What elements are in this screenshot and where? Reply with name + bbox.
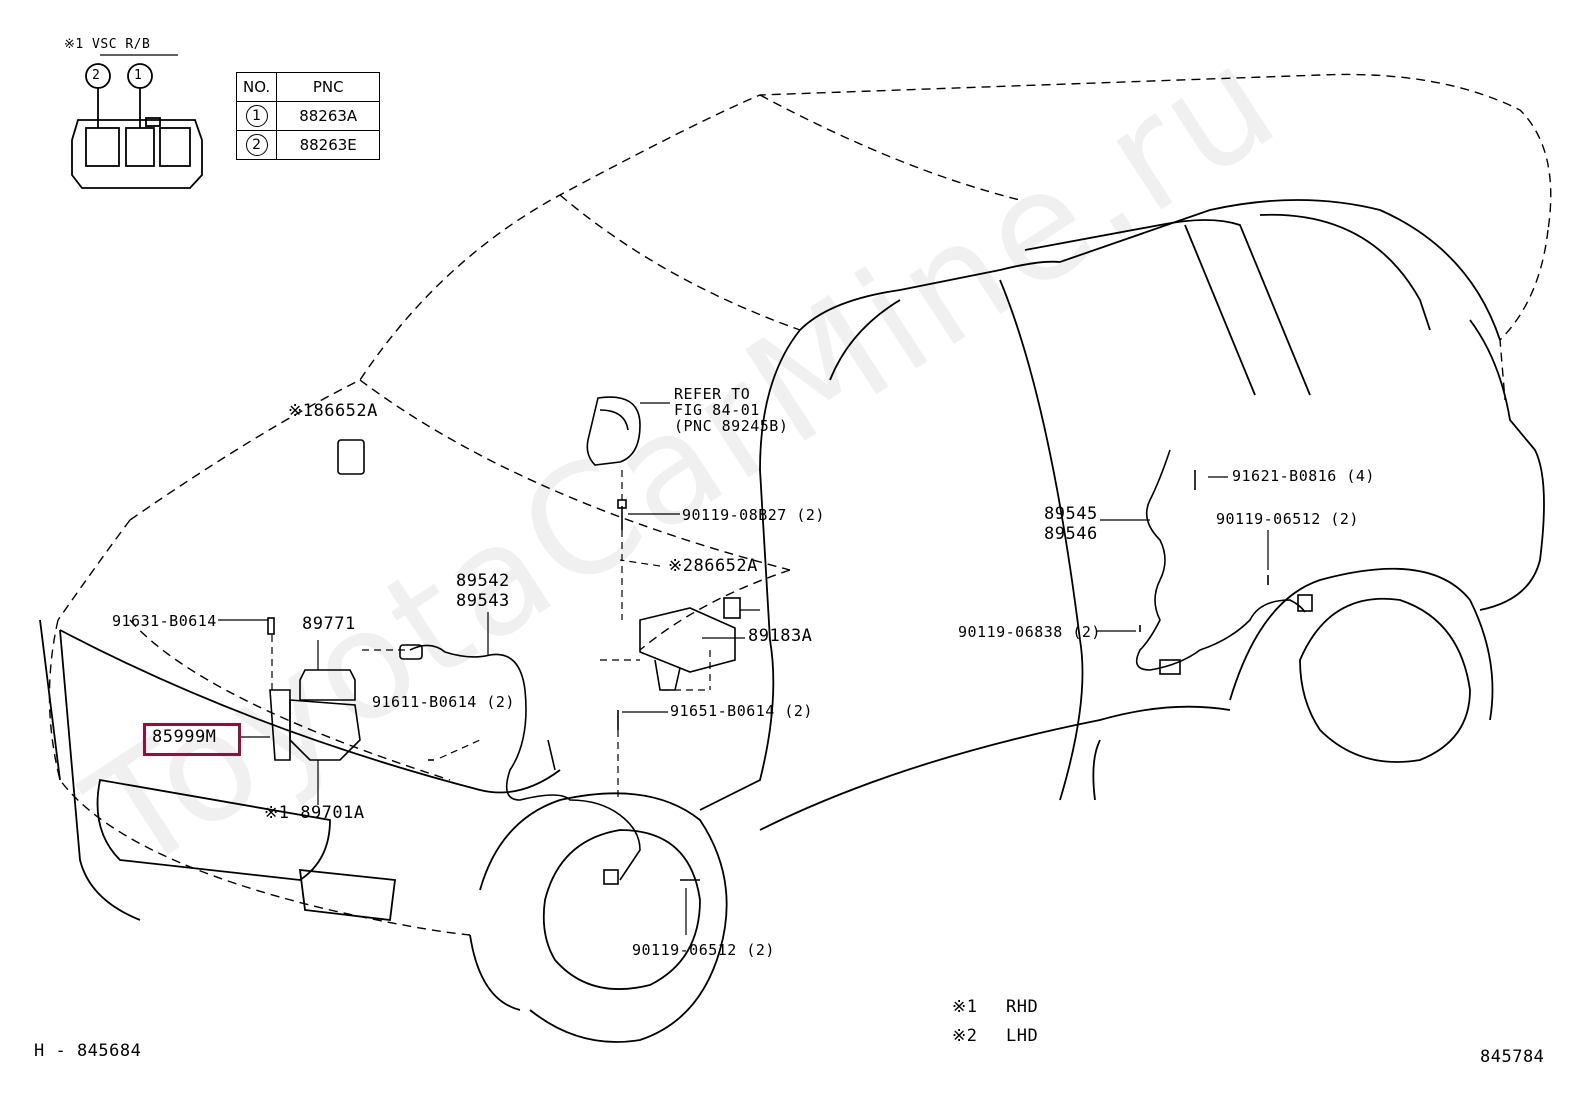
row-number: 2: [245, 134, 268, 156]
leader-lines: [218, 402, 1269, 935]
callout-89542[interactable]: 89542: [456, 571, 510, 591]
callout-refer-pnc: (PNC 89245B): [674, 417, 789, 435]
connector-label-1: 1: [134, 68, 143, 83]
callout-refer-to: REFER TO: [674, 385, 751, 403]
vsc-rb-note: ※1 VSC R/B: [64, 37, 151, 52]
callout-refer-fig[interactable]: FIG 84-01: [674, 401, 760, 419]
highlight-box: [143, 723, 241, 756]
callout-91611-b0614[interactable]: 91611-B0614 (2): [372, 693, 515, 711]
callout-89543[interactable]: 89543: [456, 591, 510, 611]
dashed-leaders: [271, 470, 711, 800]
legend-mark-1: ※1: [952, 997, 978, 1017]
callout-89701a[interactable]: ※1 89701A: [264, 803, 365, 823]
table-row: 1 88263A: [235, 101, 381, 131]
vsc-relay-block: [71, 54, 203, 189]
pnc-header-no: NO.: [235, 72, 278, 102]
callout-89546[interactable]: 89546: [1044, 524, 1098, 544]
footer-right-code: 845784: [1480, 1047, 1545, 1067]
callout-85999m[interactable]: 85999M: [152, 727, 217, 747]
callout-186652a[interactable]: ※186652A: [288, 401, 378, 421]
callout-90119-06512-front[interactable]: 90119-06512 (2): [632, 941, 775, 959]
callout-89545[interactable]: 89545: [1044, 504, 1098, 524]
table-row: 2 88263E: [235, 130, 381, 160]
row-number: 1: [245, 105, 268, 127]
footer-left-code: H - 845684: [34, 1041, 142, 1061]
legend-mark-2: ※2: [952, 1026, 978, 1046]
connector-label-2: 2: [92, 68, 101, 83]
callout-286652a[interactable]: ※286652A: [668, 556, 758, 576]
callout-90119-08b27[interactable]: 90119-08B27 (2): [682, 506, 825, 524]
callout-91651-b0614[interactable]: 91651-B0614 (2): [670, 702, 813, 720]
pnc-value: 88263A: [276, 101, 381, 131]
vehicle-body: [39, 199, 1545, 1043]
pnc-value: 88263E: [276, 130, 381, 160]
legend-text-lhd: LHD: [1006, 1026, 1039, 1046]
callout-90119-06512-rear[interactable]: 90119-06512 (2): [1216, 510, 1359, 528]
components: [267, 396, 1313, 885]
callout-91621-b0816[interactable]: 91621-B0816 (4): [1232, 467, 1375, 485]
pnc-table: NO. PNC 1 88263A 2 88263E: [235, 72, 381, 160]
callout-89771[interactable]: 89771: [302, 614, 356, 634]
callout-89183a[interactable]: 89183A: [748, 626, 813, 646]
callout-90119-06838[interactable]: 90119-06838 (2): [958, 623, 1101, 641]
vehicle-outline: [48, 73, 1552, 936]
pnc-header-pnc: PNC: [276, 72, 381, 102]
callout-91631-b0614[interactable]: 91631-B0614: [112, 612, 217, 630]
legend-text-rhd: RHD: [1006, 997, 1039, 1017]
